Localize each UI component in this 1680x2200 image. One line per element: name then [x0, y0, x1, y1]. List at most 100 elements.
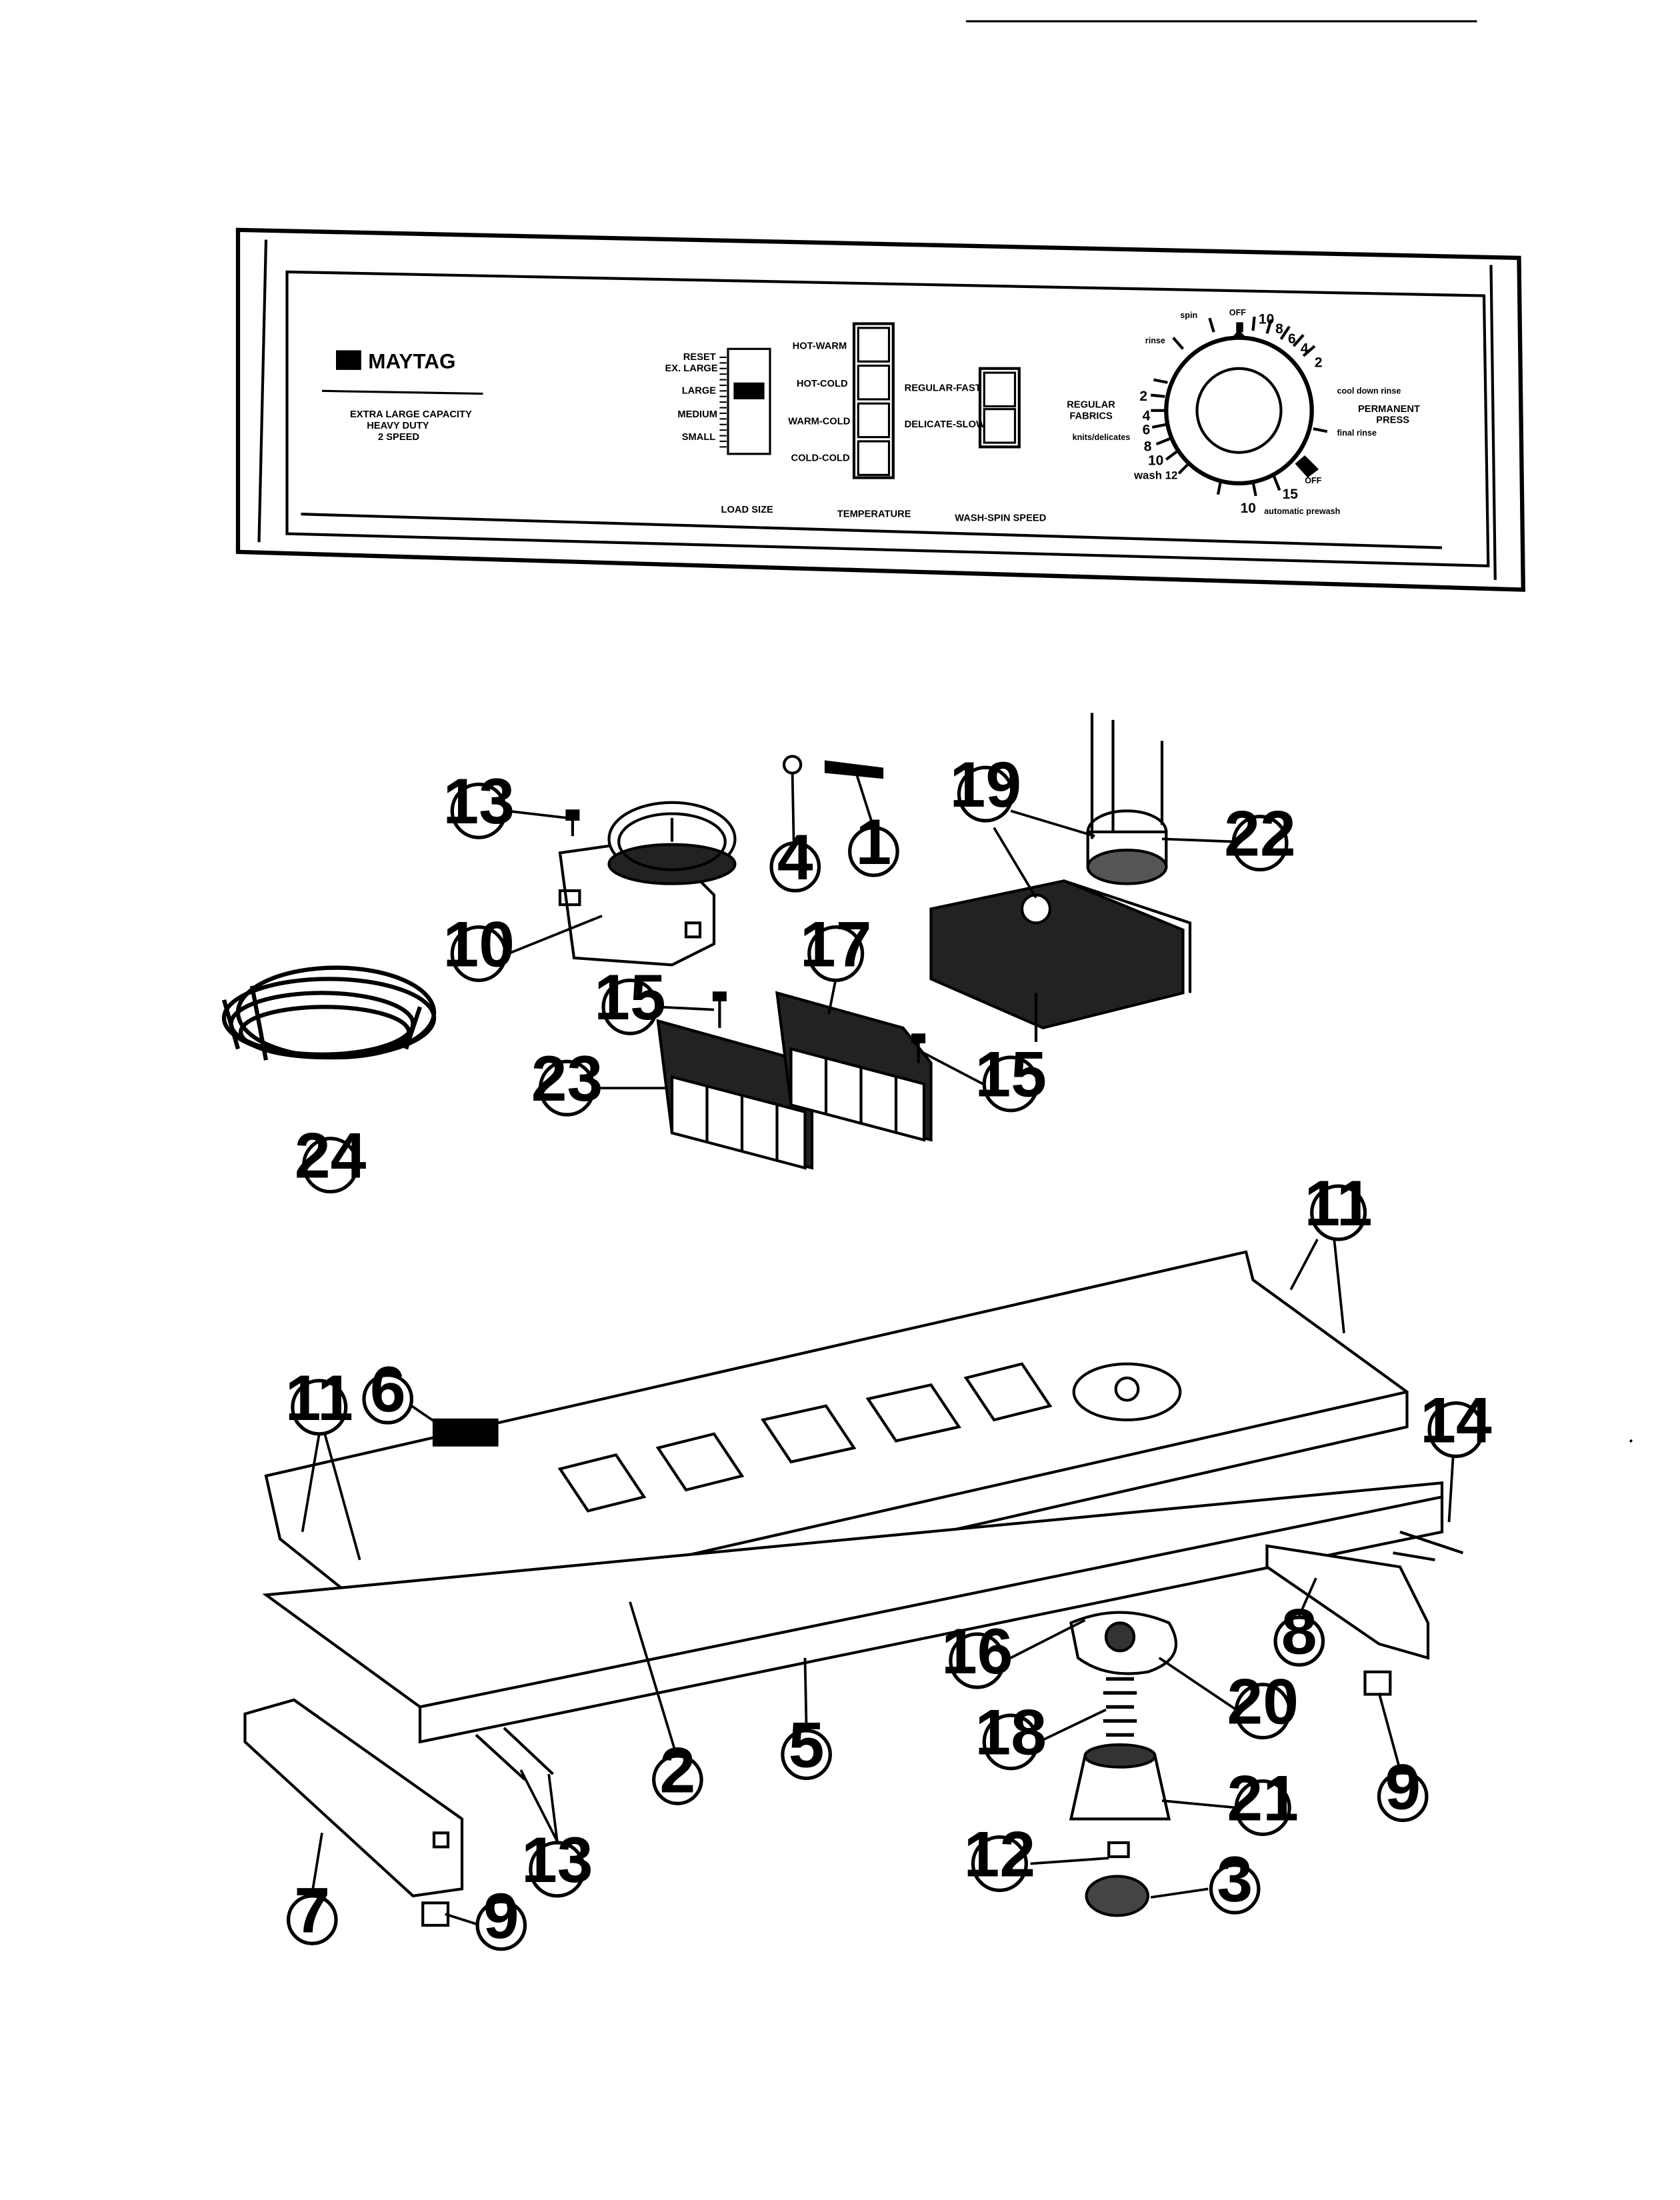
stray-mark: [1629, 1439, 1633, 1443]
temperature-control: HOT-WARM HOT-COLD WARM-COLD COLD-COLD TE…: [788, 322, 911, 519]
svg-text:22: 22: [1224, 799, 1295, 870]
dial-label-spin: spin: [1180, 311, 1197, 320]
callout-17: 17: [800, 909, 871, 983]
callout-13b: 14: [1420, 1385, 1492, 1459]
parts-drawing: [221, 713, 1464, 1927]
speed-control: REGULAR-FAST DELICATE-SLOW WASH-SPIN SPE…: [905, 367, 1046, 524]
model-line-2: HEAVY DUTY: [367, 421, 429, 431]
callout-14: 13: [443, 766, 515, 839]
svg-text:15: 15: [594, 962, 665, 1033]
knob-assembly: [1069, 1611, 1178, 1917]
temp-button-cold-cold[interactable]: [857, 440, 891, 476]
callout-21: 21: [1227, 1763, 1299, 1837]
speed-button-regular-fast[interactable]: [983, 371, 1017, 408]
dial-automatic-prewash: automatic prewash: [1264, 507, 1340, 516]
svg-text:2: 2: [660, 1735, 696, 1806]
callout-18: 18: [975, 1697, 1047, 1771]
callout-11b: 11: [1305, 1168, 1373, 1241]
load-size-control[interactable]: RESET EX. LARGE LARGE MEDIUM SMALL LOAD …: [665, 347, 774, 515]
svg-text:14: 14: [1420, 1385, 1492, 1456]
temp-button-warm-cold[interactable]: [857, 402, 891, 439]
dial-press: PRESS: [1376, 415, 1409, 426]
svg-text:11: 11: [1305, 1168, 1373, 1239]
callout-16: 16: [941, 1616, 1013, 1689]
load-size-caption: LOAD SIZE: [721, 505, 774, 515]
callout-9a: 9: [475, 1881, 527, 1952]
dial-cool-down-rinse: cool down rinse: [1337, 387, 1401, 396]
svg-text:15: 15: [975, 1039, 1046, 1111]
callout-20: 20: [1227, 1667, 1299, 1740]
leader-lines: [301, 765, 1455, 1925]
dial-left-2: 2: [1139, 389, 1147, 404]
dial-fabrics: FABRICS: [1069, 411, 1113, 421]
callout-12: 12: [964, 1819, 1035, 1893]
svg-text:9: 9: [483, 1881, 519, 1952]
screw-14: [565, 809, 580, 837]
svg-text:1: 1: [856, 807, 892, 878]
callout-24: 24: [295, 1121, 367, 1194]
svg-text:24: 24: [295, 1121, 367, 1192]
svg-text:18: 18: [975, 1697, 1046, 1769]
callout-23: 23: [531, 1043, 603, 1117]
screws-13b: [1393, 1530, 1464, 1561]
temperature-button-frame: [852, 322, 895, 479]
control-panel: MAYTAG EXTRA LARGE CAPACITY HEAVY DUTY 2…: [235, 227, 1525, 592]
svg-text:7: 7: [294, 1875, 330, 1946]
speed-button-frame: [978, 367, 1021, 449]
svg-text:4: 4: [777, 822, 813, 893]
callout-22: 22: [1224, 799, 1296, 872]
dial-regular: REGULAR: [1067, 400, 1115, 411]
temp-button-hot-cold[interactable]: [857, 364, 891, 401]
load-option-medium: MEDIUM: [677, 409, 717, 420]
svg-text:11: 11: [285, 1363, 353, 1434]
load-option-reset: RESET: [683, 352, 716, 363]
svg-text:20: 20: [1227, 1667, 1298, 1738]
svg-text:13: 13: [443, 766, 514, 837]
dial-permanent: PERMANENT: [1358, 404, 1420, 415]
dial-num-8: 8: [1275, 321, 1283, 337]
temp-button-hot-warm[interactable]: [857, 327, 891, 363]
temp-label-cold-cold: COLD-COLD: [791, 453, 850, 463]
load-size-slider[interactable]: [733, 382, 765, 399]
svg-text:21: 21: [1227, 1763, 1298, 1834]
timer-dial[interactable]: rinse spin OFF 10 8 6 4 2 REGULAR FABRIC…: [1067, 308, 1420, 516]
dial-left-6: 6: [1143, 422, 1151, 437]
dial-label-rinse: rinse: [1145, 336, 1165, 345]
callout-15b: 15: [975, 1039, 1047, 1113]
temperature-caption: TEMPERATURE: [837, 509, 911, 519]
callout-6: 6: [362, 1354, 414, 1425]
dial-num-10: 10: [1259, 312, 1274, 327]
dial-bottom-10: 10: [1241, 501, 1256, 516]
dial-left-8: 8: [1144, 439, 1152, 455]
load-size-track: [727, 347, 771, 455]
temp-label-hot-warm: HOT-WARM: [793, 341, 847, 351]
speed-label-delicate-slow: DELICATE-SLOW: [905, 419, 985, 430]
dial-num-2: 2: [1315, 355, 1323, 371]
dial-num-6: 6: [1288, 331, 1296, 347]
speed-label-regular-fast: REGULAR-FAST: [905, 383, 981, 393]
callout-1: 1: [848, 807, 899, 878]
svg-text:6: 6: [370, 1354, 406, 1425]
callout-15a: 15: [594, 962, 666, 1035]
callout-19: 19: [950, 749, 1021, 823]
dial-final-rinse: final rinse: [1337, 429, 1377, 438]
callout-10: 10: [443, 909, 515, 983]
load-option-large: LARGE: [682, 386, 717, 397]
speed-button-delicate-slow[interactable]: [983, 408, 1017, 444]
callout-7: 7: [286, 1875, 338, 1946]
callout-9b: 9: [1377, 1752, 1429, 1823]
callout-4: 4: [769, 822, 821, 893]
svg-text:12: 12: [964, 1819, 1035, 1890]
load-option-small: SMALL: [682, 432, 716, 443]
dial-off-bottom: OFF: [1305, 476, 1321, 485]
model-line-3: 2 SPEED: [378, 432, 419, 443]
wiring-harness: [221, 965, 437, 1061]
callout-11a: 11: [285, 1363, 353, 1436]
end-bracket-7: [243, 1698, 464, 1898]
svg-text:9: 9: [1385, 1752, 1421, 1823]
screw-15b: [911, 1033, 926, 1063]
dial-knob[interactable]: [1195, 367, 1283, 454]
callout-5: 5: [781, 1710, 832, 1781]
dial-bottom-15: 15: [1283, 487, 1299, 502]
